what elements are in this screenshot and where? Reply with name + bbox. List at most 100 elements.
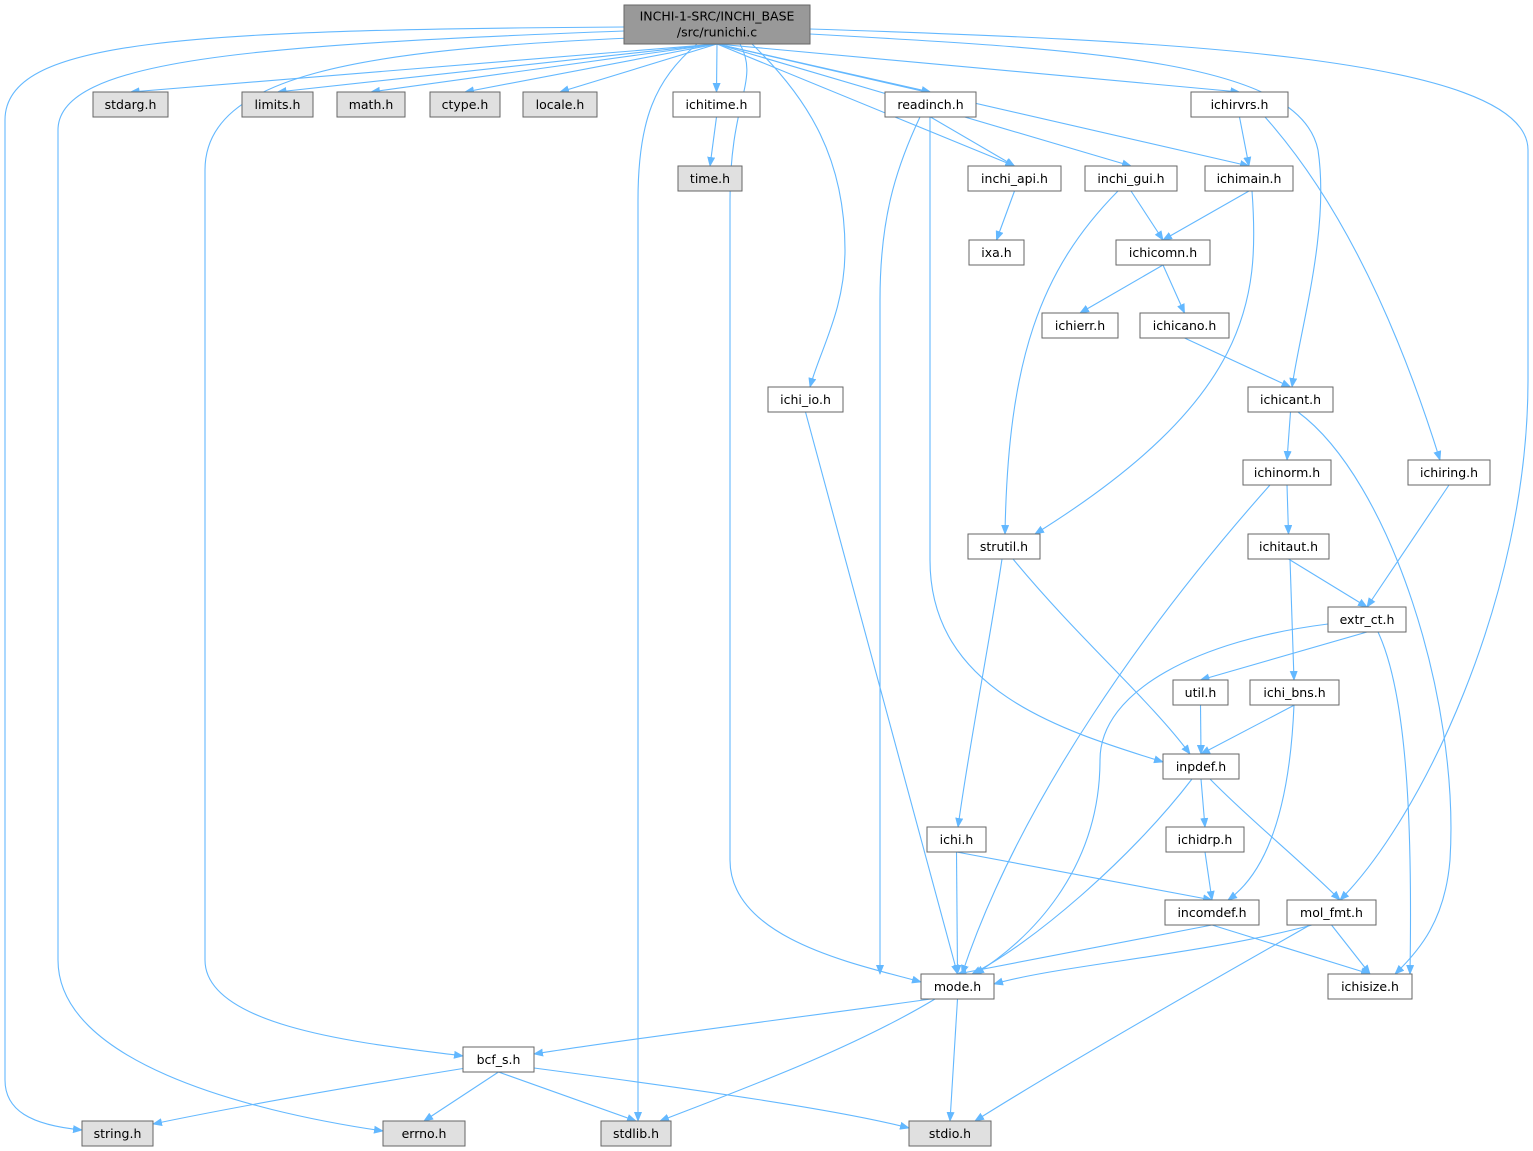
node-stdarg[interactable]: stdarg.h xyxy=(92,91,169,118)
node-label: bcf_s.h xyxy=(477,1052,521,1067)
node-label: stdlib.h xyxy=(613,1126,659,1141)
edge-arrow xyxy=(1130,190,1164,241)
node-label-line: /src/runichi.c xyxy=(677,25,757,40)
node-ichicano[interactable]: ichicano.h xyxy=(1139,312,1230,339)
edge-mol_fmt-to-ichisize xyxy=(1331,924,1371,975)
node-ichi_io[interactable]: ichi_io.h xyxy=(767,386,844,413)
node-label: mol_fmt.h xyxy=(1300,905,1363,920)
node-util[interactable]: util.h xyxy=(1172,679,1229,706)
node-inpdef[interactable]: inpdef.h xyxy=(1162,753,1240,780)
node-label: extr_ct.h xyxy=(1340,612,1395,627)
node-label: inpdef.h xyxy=(1176,759,1226,774)
node-readinch[interactable]: readinch.h xyxy=(884,91,977,118)
edge-mode-to-stdio xyxy=(946,998,959,1122)
node-label: readinch.h xyxy=(897,97,963,112)
edge-ichitaut-to-ichi_bns xyxy=(1289,558,1298,681)
edge-arrow xyxy=(1001,190,1119,535)
node-ichisize[interactable]: ichisize.h xyxy=(1327,973,1413,1000)
edge-ichitaut-to-extr_ct xyxy=(1288,558,1368,608)
node-ichicomn[interactable]: ichicomn.h xyxy=(1115,239,1211,266)
edge-bcf_s-to-errno xyxy=(423,1071,499,1122)
node-ixa[interactable]: ixa.h xyxy=(968,239,1025,266)
node-extr_ct[interactable]: extr_ct.h xyxy=(1327,606,1407,633)
node-box xyxy=(1286,899,1377,926)
node-math[interactable]: math.h xyxy=(336,91,406,118)
edge-arrow xyxy=(716,43,1250,168)
node-ichinorm[interactable]: ichinorm.h xyxy=(1242,459,1332,486)
node-ichitime[interactable]: ichitime.h xyxy=(672,91,761,118)
edge-mol_fmt-to-stdio xyxy=(974,924,1311,1122)
edge-arrow xyxy=(1200,704,1295,755)
edge-arrow xyxy=(204,37,631,1059)
node-stdio[interactable]: stdio.h xyxy=(908,1120,992,1147)
edge-arrow xyxy=(974,924,1311,1122)
edge-arrow xyxy=(1331,924,1371,975)
edge-arrow xyxy=(953,851,962,975)
node-label: ichi_io.h xyxy=(780,392,831,407)
edge-arrow xyxy=(1289,558,1298,681)
node-mol_fmt[interactable]: mol_fmt.h xyxy=(1286,899,1377,926)
node-box xyxy=(967,165,1062,192)
node-stdlib[interactable]: stdlib.h xyxy=(600,1120,672,1147)
edge-arrow xyxy=(1288,558,1368,608)
node-string[interactable]: string.h xyxy=(81,1120,154,1147)
edge-arrow xyxy=(946,998,959,1122)
node-ichidrp[interactable]: ichidrp.h xyxy=(1165,826,1245,853)
node-ichitaut[interactable]: ichitaut.h xyxy=(1247,533,1330,560)
node-errno[interactable]: errno.h xyxy=(382,1120,466,1147)
node-inchi_gui[interactable]: inchi_gui.h xyxy=(1084,165,1178,192)
node-label: ichinorm.h xyxy=(1254,465,1320,480)
edge-arrow xyxy=(993,924,1313,986)
edge-bcf_s-to-stdio xyxy=(533,1067,910,1130)
edge-mode-to-bcf_s xyxy=(533,998,932,1057)
node-box xyxy=(1249,679,1340,706)
node-ichimain[interactable]: ichimain.h xyxy=(1204,165,1294,192)
node-box xyxy=(1247,533,1330,560)
node-label: string.h xyxy=(94,1126,142,1141)
edge-arrow xyxy=(955,558,1003,828)
edge-arrow xyxy=(1283,411,1292,461)
edge-inchi_gui-to-strutil xyxy=(1001,190,1119,535)
node-ichicant[interactable]: ichicant.h xyxy=(1247,386,1334,413)
edge-runichi-to-inchi_api xyxy=(716,43,1016,167)
edge-readinch-to-inpdef xyxy=(929,117,1164,764)
node-ichirvrs[interactable]: ichirvrs.h xyxy=(1190,91,1289,118)
edge-bcf_s-to-stdlib xyxy=(498,1071,637,1122)
edge-arrow xyxy=(876,116,921,975)
node-box xyxy=(522,91,598,118)
node-box xyxy=(967,533,1041,560)
node-box xyxy=(382,1120,466,1147)
edge-arrow xyxy=(498,1071,637,1122)
node-time[interactable]: time.h xyxy=(677,165,743,192)
edge-arrow xyxy=(809,33,1322,388)
node-ichi[interactable]: ichi.h xyxy=(926,826,987,853)
edge-ichinorm-to-mode xyxy=(961,484,1271,975)
node-limits[interactable]: limits.h xyxy=(241,91,314,118)
node-strutil[interactable]: strutil.h xyxy=(967,533,1041,560)
node-label: ichitaut.h xyxy=(1259,539,1318,554)
edge-layer xyxy=(4,26,1529,1134)
node-mode[interactable]: mode.h xyxy=(920,973,995,1000)
node-ichi_bns[interactable]: ichi_bns.h xyxy=(1249,679,1340,706)
node-incomdef[interactable]: incomdef.h xyxy=(1164,899,1260,926)
node-locale[interactable]: locale.h xyxy=(522,91,598,118)
node-bcf_s[interactable]: bcf_s.h xyxy=(462,1046,535,1073)
node-ichiring[interactable]: ichiring.h xyxy=(1407,459,1491,486)
edge-arrow xyxy=(1366,484,1450,608)
node-ichierr[interactable]: ichierr.h xyxy=(1041,312,1119,339)
edge-readinch-to-inchi_api xyxy=(930,116,1016,167)
node-inchi_api[interactable]: inchi_api.h xyxy=(967,165,1062,192)
node-label: ichidrp.h xyxy=(1178,832,1233,847)
node-box xyxy=(672,91,761,118)
node-runichi[interactable]: INCHI-1-SRC/INCHI_BASE/src/runichi.c xyxy=(623,4,811,45)
node-ctype[interactable]: ctype.h xyxy=(429,91,501,118)
edge-strutil-to-ichi xyxy=(955,558,1003,828)
edge-ichi_bns-to-incomdef xyxy=(1227,704,1295,901)
edge-arrow xyxy=(707,116,718,167)
edge-runichi-to-limits xyxy=(276,43,718,95)
edge-arrow xyxy=(1184,337,1292,388)
edge-ichi-to-incomdef xyxy=(956,851,1213,903)
node-label: ixa.h xyxy=(981,245,1011,260)
edge-readinch-to-mode xyxy=(876,116,921,975)
